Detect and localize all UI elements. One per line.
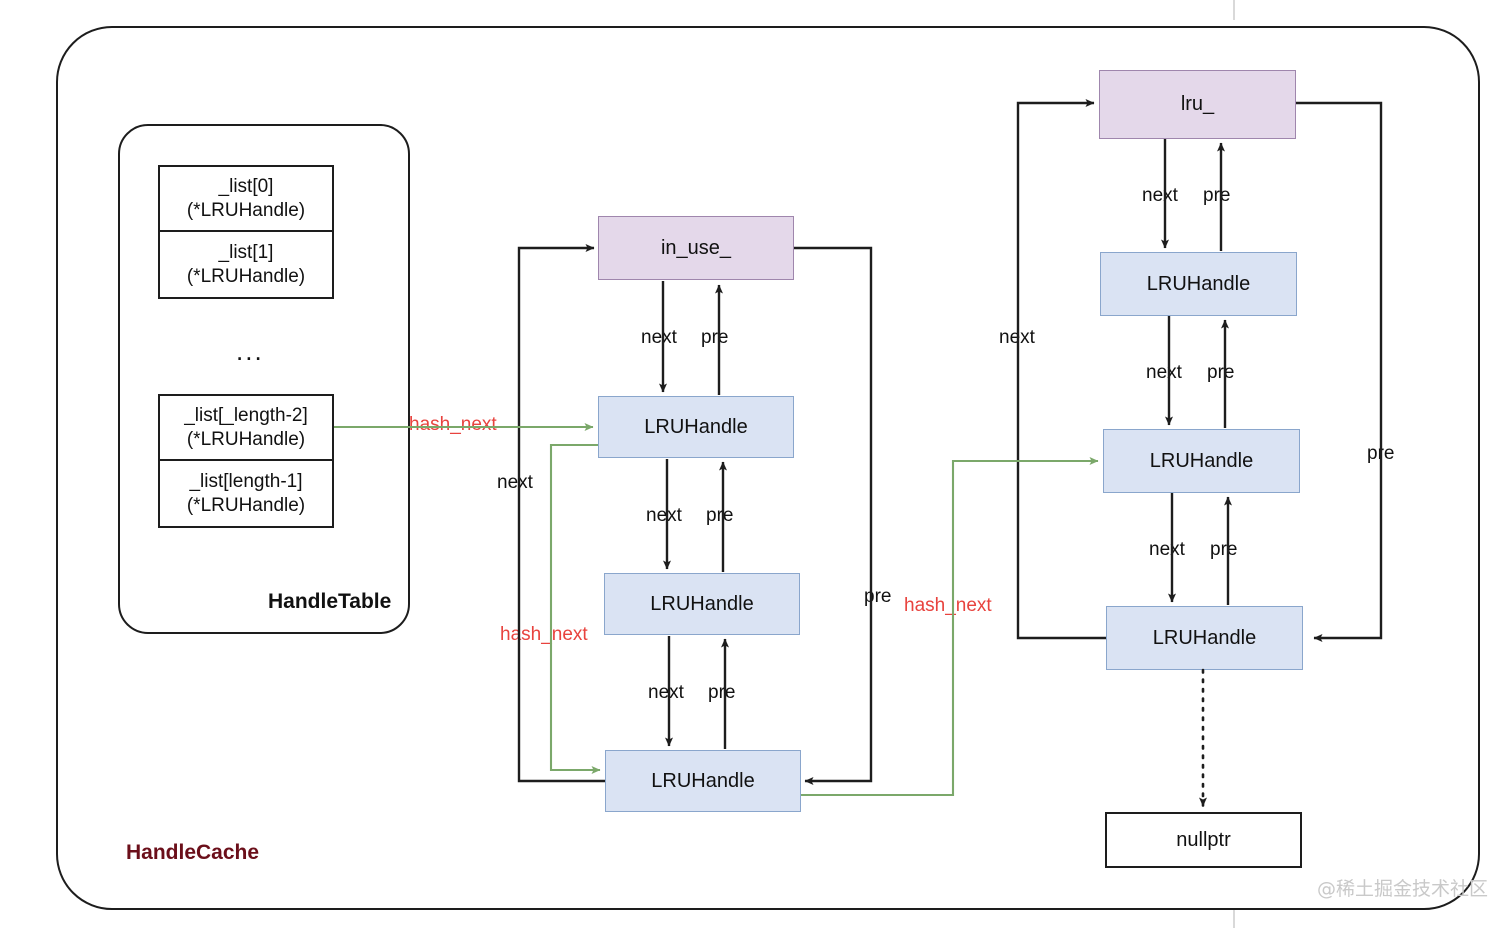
in-use-handle-node-1: LRUHandle xyxy=(598,396,794,458)
handle-table-container xyxy=(118,124,410,634)
edge-label-next: next xyxy=(1142,185,1178,206)
in-use-head-node: in_use_ xyxy=(598,216,794,280)
handle-table-ellipsis: ... xyxy=(236,336,264,366)
handle-table-cell-type: (*LRUHandle) xyxy=(186,494,306,516)
edge-label-pre: pre xyxy=(1203,185,1231,206)
handle-table-cell-type: (*LRUHandle) xyxy=(186,265,306,287)
in-use-handle-label: LRUHandle xyxy=(651,769,755,792)
edge-label-next: next xyxy=(646,505,682,526)
edge-label-next: next xyxy=(1149,539,1185,560)
edge-label-pre: pre xyxy=(1207,362,1235,383)
handle-table-cell-index: _list[_length-2] xyxy=(184,404,308,426)
edge-label-next: next xyxy=(1146,362,1182,383)
in-use-handle-node-3: LRUHandle xyxy=(605,750,801,812)
lru-handle-label: LRUHandle xyxy=(1149,449,1254,472)
edge-label-pre: pre xyxy=(1210,539,1238,560)
handle-table-cell-index: _list[1] xyxy=(218,241,274,263)
handle-table-title: HandleTable xyxy=(268,590,392,613)
edge-label-pre: pre xyxy=(701,327,729,348)
hash-next-label-1: hash_next xyxy=(409,414,497,435)
handle-table-cell-0: _list[0] (*LRUHandle) xyxy=(158,165,334,232)
watermark: @稀土掘金技术社区 xyxy=(1317,878,1489,900)
in-use-handle-label: LRUHandle xyxy=(650,592,754,615)
lru-handle-label: LRUHandle xyxy=(1152,626,1257,649)
nullptr-label: nullptr xyxy=(1176,828,1231,851)
crop-tick-bottom xyxy=(1233,908,1235,928)
handle-table-cell-type: (*LRUHandle) xyxy=(186,199,306,221)
lru-handle-node-2: LRUHandle xyxy=(1103,429,1300,493)
hash-next-label-2: hash_next xyxy=(500,624,588,645)
lru-handle-node-3: LRUHandle xyxy=(1106,606,1303,670)
in-use-handle-label: LRUHandle xyxy=(644,415,748,438)
edge-label-pre: pre xyxy=(706,505,734,526)
hash-next-label-3: hash_next xyxy=(904,595,992,616)
edge-label-next: next xyxy=(641,327,677,348)
in-use-head-label: in_use_ xyxy=(660,236,732,259)
handle-table-cell-type: (*LRUHandle) xyxy=(186,428,306,450)
handle-table-cell-length-1: _list[length-1] (*LRUHandle) xyxy=(158,461,334,528)
lru-head-label: lru_ xyxy=(1180,93,1215,115)
handle-table-cell-index: _list[0] xyxy=(218,175,274,197)
handle-cache-container xyxy=(56,26,1480,910)
lru-handle-label: LRUHandle xyxy=(1146,272,1251,295)
handle-cache-title: HandleCache xyxy=(126,841,260,864)
crop-tick-top xyxy=(1233,0,1235,20)
nullptr-node: nullptr xyxy=(1105,812,1302,868)
edge-label-outer-next: next xyxy=(497,472,533,493)
handle-table-cell-length-2: _list[_length-2] (*LRUHandle) xyxy=(158,394,334,461)
handle-table-cell-1: _list[1] (*LRUHandle) xyxy=(158,232,334,299)
lru-handle-node-1: LRUHandle xyxy=(1100,252,1297,316)
lru-head-node: lru_ xyxy=(1099,70,1296,139)
in-use-handle-node-2: LRUHandle xyxy=(604,573,800,635)
edge-label-pre: pre xyxy=(708,682,736,703)
edge-label-next: next xyxy=(648,682,684,703)
handle-table-cell-index: _list[length-1] xyxy=(189,470,303,492)
